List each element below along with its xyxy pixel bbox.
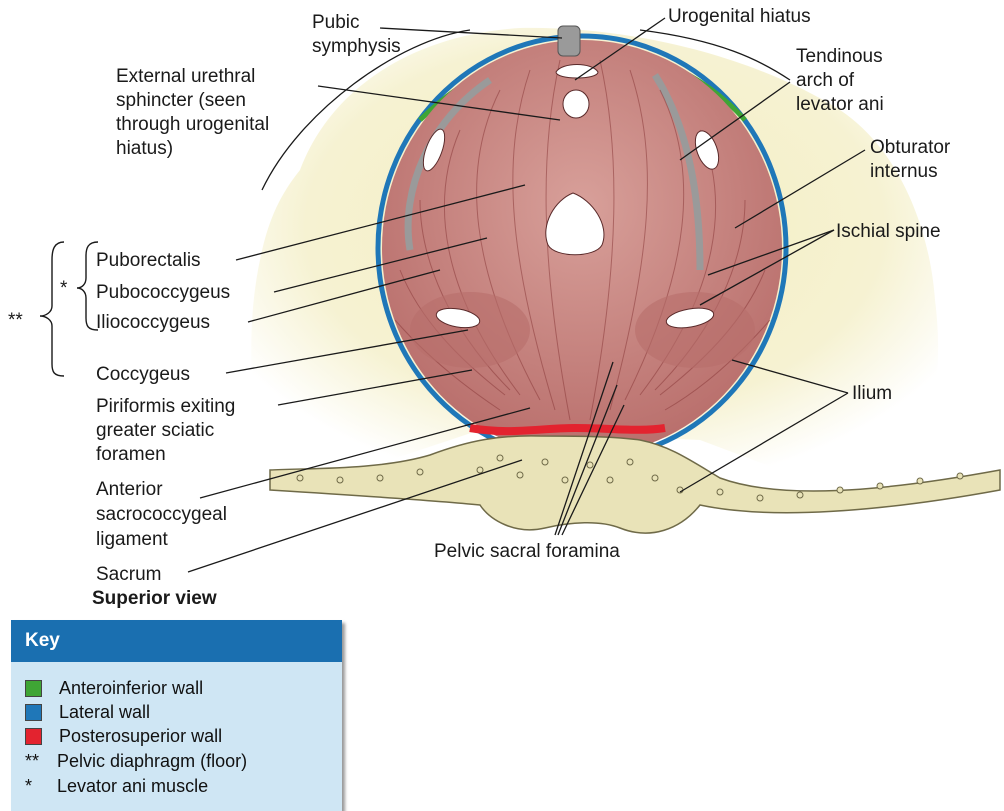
key-item-pelvic-diaphragm: ** Pelvic diaphragm (floor) bbox=[25, 751, 247, 772]
label-ischial-spine: Ischial spine bbox=[836, 221, 941, 242]
label-puborectalis: Puborectalis bbox=[96, 250, 201, 271]
posterosuperior-wall-rim bbox=[470, 428, 665, 431]
posterosuperior-swatch bbox=[25, 728, 42, 745]
label-urogenital-hiatus: Urogenital hiatus bbox=[668, 6, 811, 27]
key-legend: Key Anteroinferior wall Lateral wall Pos… bbox=[11, 620, 342, 811]
label-pubococcygeus: Pubococcygeus bbox=[96, 282, 230, 303]
label-pelvic-sacral-foramina: Pelvic sacral foramina bbox=[434, 541, 620, 562]
key-item-label: Levator ani muscle bbox=[57, 776, 208, 797]
label-single-star: * bbox=[60, 278, 68, 299]
label-iliococcygeus: Iliococcygeus bbox=[96, 312, 210, 333]
label-tendinous-arch: Tendinous arch of levator ani bbox=[796, 46, 888, 115]
key-item-label: Posterosuperior wall bbox=[59, 726, 222, 747]
label-external-urethral-sphincter: External urethral sphincter (seen throug… bbox=[116, 66, 274, 159]
pubic-symphysis-bone bbox=[558, 26, 580, 56]
single-star-symbol: * bbox=[25, 776, 57, 797]
label-double-star: ** bbox=[8, 310, 23, 331]
coccygeus-right bbox=[635, 292, 755, 368]
label-ilium: Ilium bbox=[852, 383, 892, 404]
key-item-label: Pelvic diaphragm (floor) bbox=[57, 751, 247, 772]
label-coccygeus: Coccygeus bbox=[96, 364, 190, 385]
label-superior-view: Superior view bbox=[92, 588, 217, 609]
levator-ani-brace bbox=[77, 242, 98, 330]
key-item-anteroinferior: Anteroinferior wall bbox=[25, 678, 203, 699]
anteroinferior-swatch bbox=[25, 680, 42, 697]
urethral-opening bbox=[563, 90, 589, 118]
key-item-posterosuperior: Posterosuperior wall bbox=[25, 726, 222, 747]
double-star-symbol: ** bbox=[25, 751, 57, 772]
coccygeus-left bbox=[410, 292, 530, 368]
label-anterior-sacrococcygeal: Anterior sacrococcygeal ligament bbox=[96, 479, 232, 550]
label-sacrum: Sacrum bbox=[96, 564, 161, 585]
lateral-swatch bbox=[25, 704, 42, 721]
key-title: Key bbox=[11, 620, 342, 662]
key-item-label: Lateral wall bbox=[59, 702, 150, 723]
pelvic-diaphragm-brace bbox=[40, 242, 64, 376]
key-item-levator-ani: * Levator ani muscle bbox=[25, 776, 208, 797]
key-item-lateral: Lateral wall bbox=[25, 702, 150, 723]
key-item-label: Anteroinferior wall bbox=[59, 678, 203, 699]
label-piriformis: Piriformis exiting greater sciatic foram… bbox=[96, 396, 241, 465]
